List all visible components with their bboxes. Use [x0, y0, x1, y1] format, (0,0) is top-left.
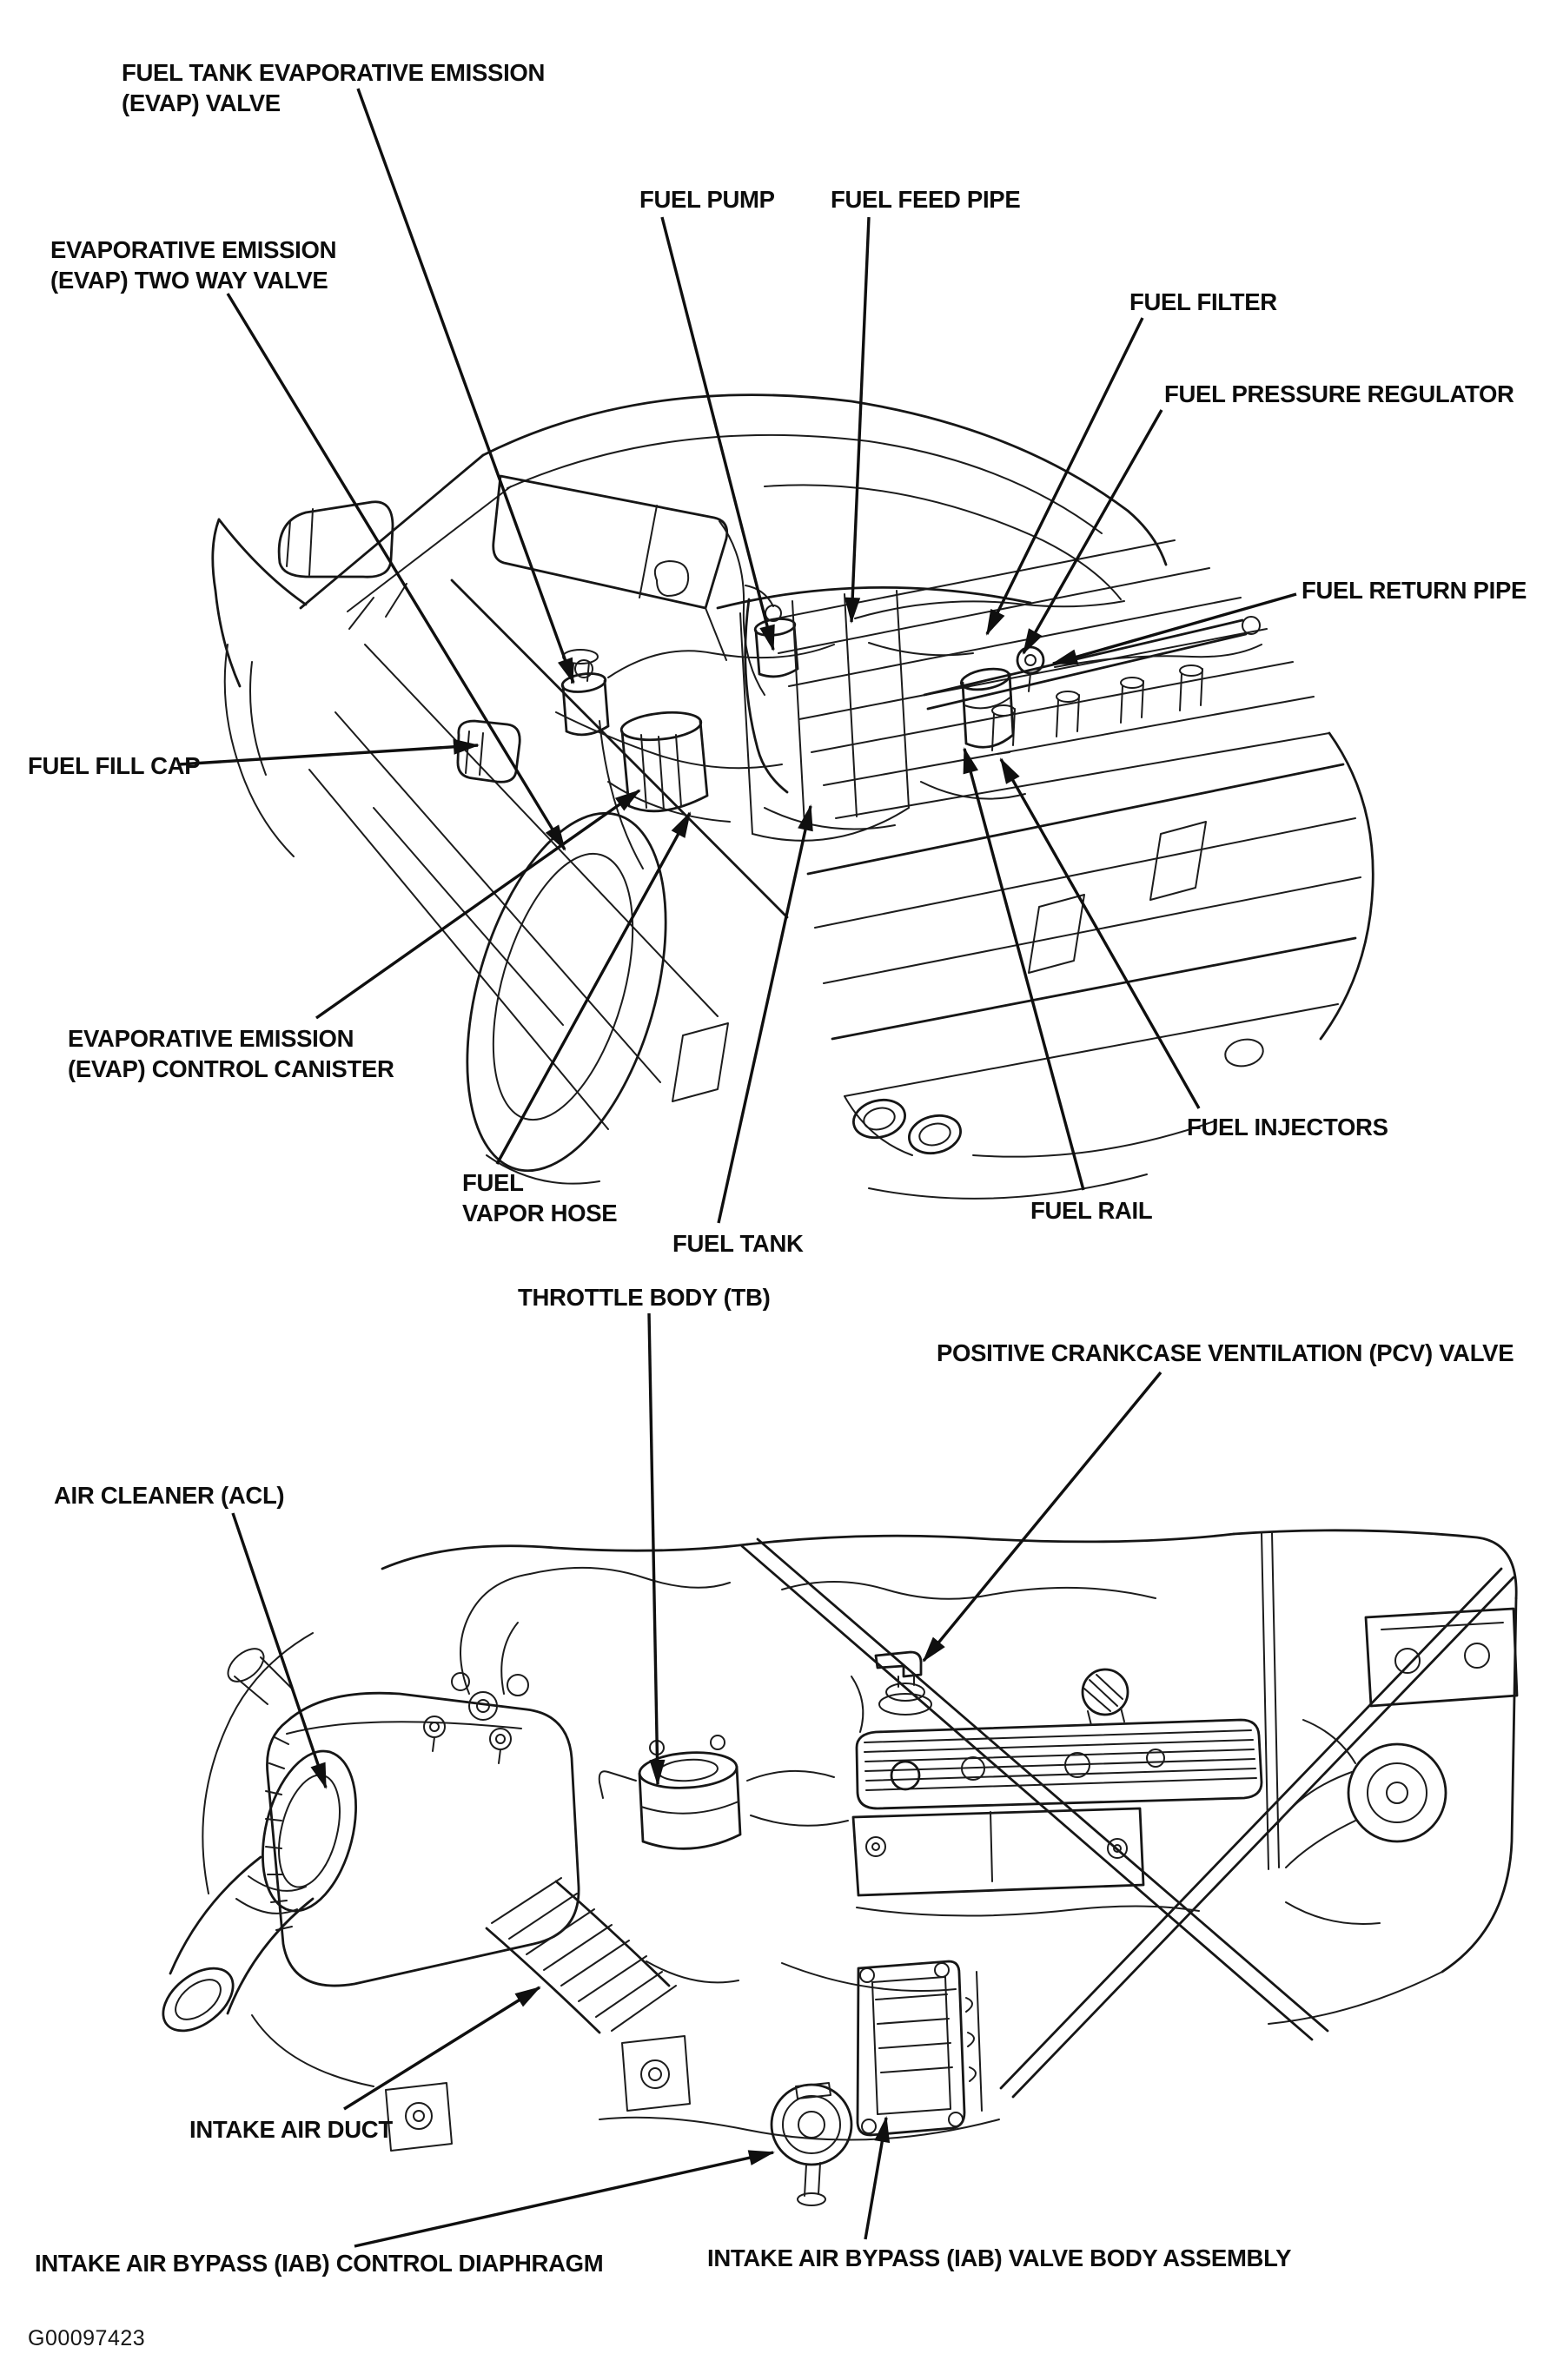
- leader-fuel-rail: [963, 747, 1085, 1191]
- label-fuel-rail: FUEL RAIL: [1030, 1197, 1153, 1224]
- leader-fuel-pressure-regulator: [1022, 409, 1163, 655]
- pcv-valve-part: [874, 1650, 932, 1716]
- engine-bay-illustration: [162, 88, 1519, 2248]
- label-fuel-vapor-hose: FUEL VAPOR HOSE: [462, 1169, 618, 1226]
- leader-air-cleaner: [231, 1512, 328, 1789]
- plenum-side-plate: [781, 1807, 1200, 1992]
- rear-wheel-arch: [466, 811, 667, 1185]
- mount-brackets: [385, 2035, 691, 2152]
- body-side-lines: [308, 520, 789, 1130]
- label-iab-valve-body: INTAKE AIR BYPASS (IAB) VALVE BODY ASSEM…: [707, 2244, 1292, 2271]
- throttle-body-part: [598, 1735, 742, 1850]
- leader-evap-two-way-valve: [226, 293, 566, 851]
- label-evap-control-canister: EVAPORATIVE EMISSION (EVAP) CONTROL CANI…: [68, 1025, 394, 1082]
- exhaust-tips: [852, 1038, 1264, 1155]
- leader-fuel-injectors: [999, 757, 1201, 1109]
- leader-fuel-fill-cap: [178, 738, 480, 766]
- intake-elbow-duct: [162, 1648, 315, 2033]
- leader-lines-layer: [178, 88, 1297, 2248]
- label-fuel-feed-pipe: FUEL FEED PIPE: [831, 186, 1021, 213]
- two-way-valve-part: [560, 659, 610, 737]
- oil-filler-cap: [1081, 1668, 1129, 1726]
- fuel-filter-part: [959, 667, 1015, 749]
- fuel-fill-door: [456, 719, 521, 783]
- leader-pcv-valve: [922, 1371, 1162, 1663]
- leader-fuel-tank: [717, 804, 813, 1224]
- label-fuel-pressure-regulator: FUEL PRESSURE REGULATOR: [1164, 380, 1514, 407]
- label-fuel-pump: FUEL PUMP: [639, 186, 775, 213]
- air-cleaner-housing: [262, 1691, 580, 1987]
- iab-control-diaphragm-part: [770, 2082, 853, 2206]
- label-fuel-injectors: FUEL INJECTORS: [1187, 1114, 1388, 1140]
- fuel-tank-part: [716, 586, 1032, 842]
- label-fuel-filter: FUEL FILTER: [1129, 288, 1277, 315]
- label-iab-control-diaphragm: INTAKE AIR BYPASS (IAB) CONTROL DIAPHRAG…: [35, 2250, 604, 2277]
- label-evap-two-way-valve: EVAPORATIVE EMISSION (EVAP) TWO WAY VALV…: [50, 236, 337, 294]
- label-fuel-return-pipe: FUEL RETURN PIPE: [1302, 577, 1527, 604]
- side-window: [492, 474, 729, 610]
- valve-cover: [851, 1650, 1263, 1810]
- leader-fuel-filter: [985, 317, 1144, 636]
- car-rear-illustration: [211, 393, 1374, 1200]
- quarter-vents: [672, 821, 1207, 1102]
- label-air-cleaner: AIR CLEANER (ACL): [54, 1482, 285, 1509]
- hoses-and-wiring: [451, 1566, 1156, 1827]
- leader-fuel-vapor-hose: [495, 811, 692, 1165]
- leader-iab-valve-body: [864, 2116, 891, 2240]
- engine-hatch-louvers: [744, 539, 1330, 819]
- leader-fuel-feed-pipe: [845, 216, 871, 624]
- leader-fuel-return-pipe: [1051, 592, 1297, 665]
- headlight-pod: [277, 500, 394, 578]
- label-fuel-tank: FUEL TANK: [672, 1230, 804, 1257]
- car-front-end: [211, 500, 407, 857]
- rear-fascia: [806, 731, 1374, 1200]
- leader-iab-control-diaphragm: [354, 2150, 775, 2248]
- alternator-and-brackets: [1276, 1607, 1519, 1925]
- leader-intake-air-duct: [343, 1986, 541, 2111]
- label-fuel-tank-evap-valve: FUEL TANK EVAPORATIVE EMISSION (EVAP) VA…: [122, 59, 546, 116]
- leader-throttle-body: [647, 1312, 666, 1786]
- leader-evap-control-canister: [315, 789, 641, 1020]
- label-fuel-fill-cap: FUEL FILL CAP: [28, 752, 201, 779]
- car-roof: [299, 393, 1168, 612]
- leader-fuel-pump: [660, 216, 775, 651]
- label-pcv-valve: POSITIVE CRANKCASE VENTILATION (PCV) VAL…: [937, 1339, 1514, 1366]
- corrugated-intake-duct: [485, 1877, 739, 2034]
- engine-bay-outline: [202, 1529, 1518, 2141]
- leader-fuel-tank-evap-valve: [356, 88, 575, 684]
- label-intake-air-duct: INTAKE AIR DUCT: [189, 2116, 393, 2143]
- figure-code: G00097423: [28, 2326, 146, 2350]
- fuel-pipes: [555, 600, 1262, 830]
- fuel-injector-parts: [991, 664, 1203, 755]
- fuel-rail-part: [923, 616, 1261, 711]
- fuel-system-components: [555, 585, 1262, 842]
- iab-valve-body-part: [856, 1960, 983, 2137]
- label-throttle-body: THROTTLE BODY (TB): [518, 1284, 771, 1311]
